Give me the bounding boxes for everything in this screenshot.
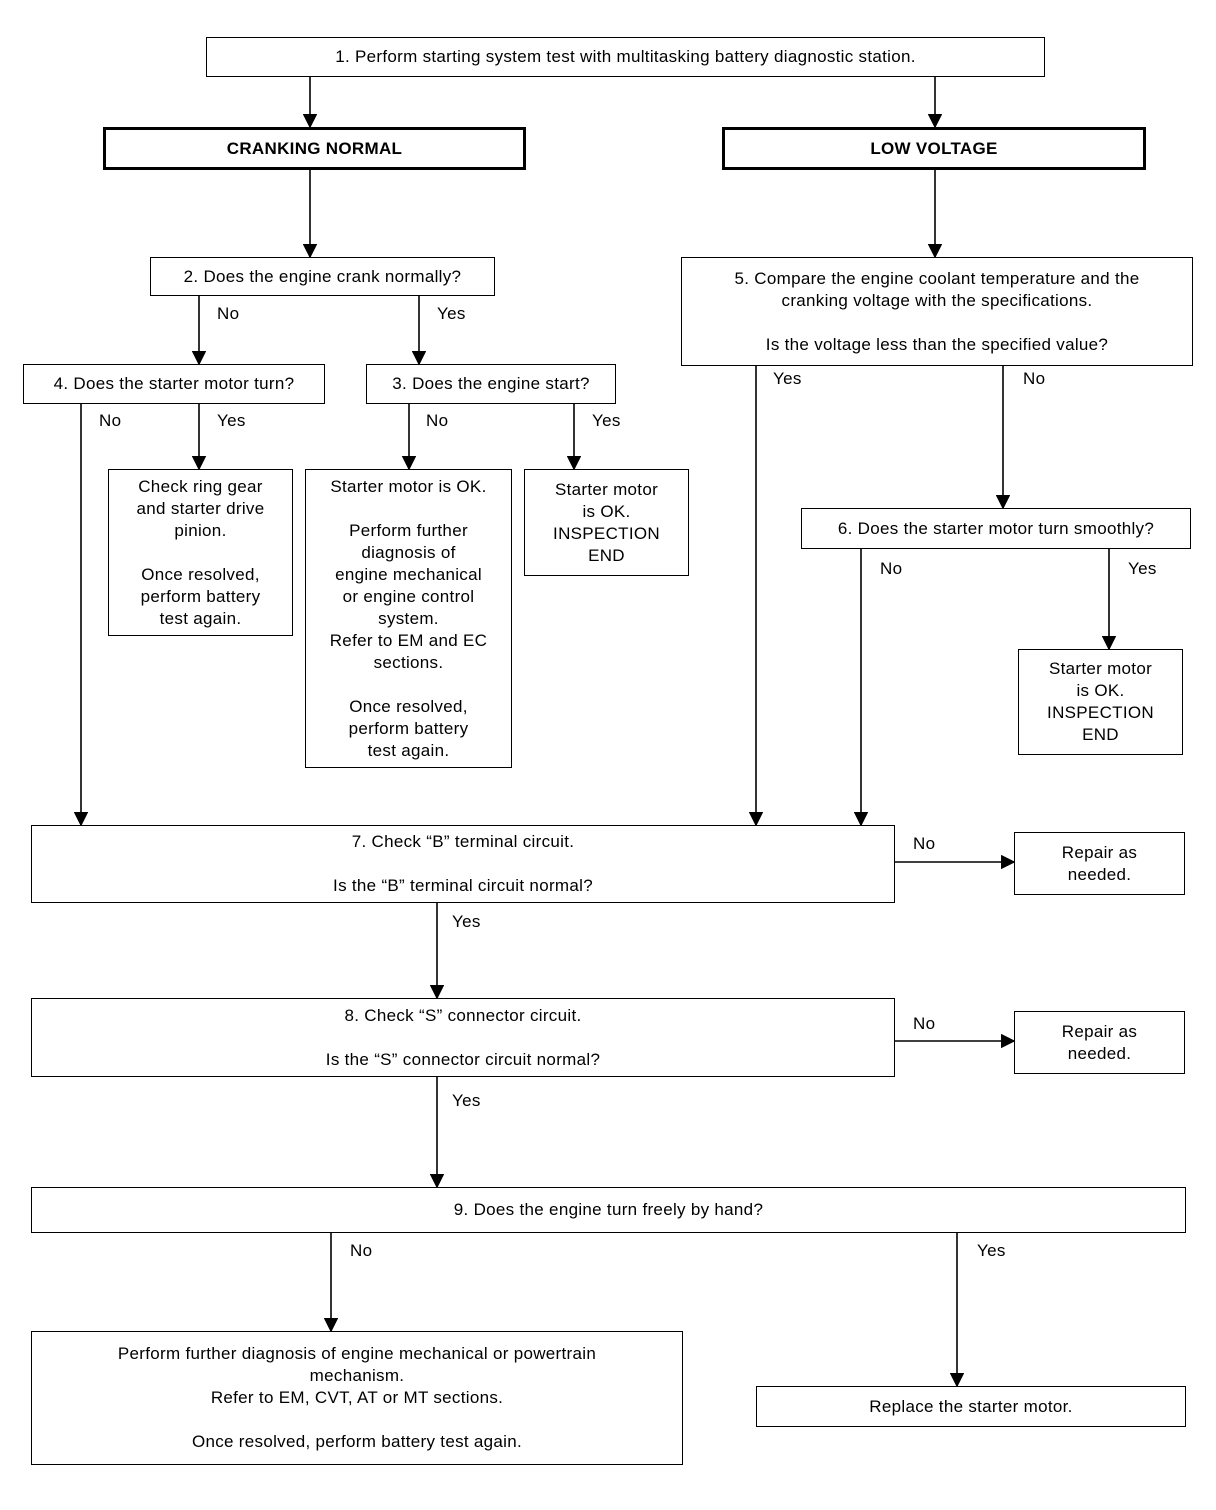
step-5-text: 5. Compare the engine coolant temperatur… (734, 268, 1140, 354)
label-7-yes: Yes (452, 912, 481, 931)
repair-1-box: Repair as needed. (1014, 832, 1185, 895)
step-1-box: 1. Perform starting system test with mul… (206, 37, 1045, 77)
further-powertrain-text: Perform further diagnosis of engine mech… (117, 1344, 597, 1451)
label-8-yes: Yes (452, 1091, 481, 1110)
starter-ok-end-2-text: Starter motor is OK. INSPECTION END (1047, 659, 1154, 744)
label-8-no: No (913, 1014, 936, 1033)
label-4-yes: Yes (217, 411, 246, 430)
label-5-yes: Yes (773, 369, 802, 388)
step-8-box: 8. Check “S” connector circuit. Is the “… (31, 998, 895, 1077)
step-1-text: 1. Perform starting system test with mul… (335, 47, 916, 66)
repair-1-text: Repair as needed. (1061, 842, 1138, 884)
label-6-yes: Yes (1128, 559, 1157, 578)
label-2-no: No (217, 304, 240, 323)
low-voltage-box: LOW VOLTAGE (722, 127, 1146, 170)
step-8-text: 8. Check “S” connector circuit. Is the “… (325, 1005, 601, 1069)
further-powertrain-box: Perform further diagnosis of engine mech… (31, 1331, 683, 1465)
cranking-normal-box: CRANKING NORMAL (103, 127, 526, 170)
label-4-no: No (99, 411, 122, 430)
starter-ok-end-1-box: Starter motor is OK. INSPECTION END (524, 469, 689, 576)
step-9-text: 9. Does the engine turn freely by hand? (453, 1200, 764, 1219)
replace-starter-text: Replace the starter motor. (869, 1396, 1073, 1416)
starter-ok-further-box: Starter motor is OK. Perform further dia… (305, 469, 512, 768)
step-2-box: 2. Does the engine crank normally? (150, 257, 495, 296)
step-7-box: 7. Check “B” terminal circuit. Is the “B… (31, 825, 895, 903)
label-3-yes: Yes (592, 411, 621, 430)
step-3-text: 3. Does the engine start? (392, 374, 590, 393)
step-9-box: 9. Does the engine turn freely by hand? (31, 1187, 1186, 1233)
step-2-text: 2. Does the engine crank normally? (183, 266, 462, 286)
step-4-box: 4. Does the starter motor turn? (23, 364, 325, 404)
step-6-box: 6. Does the starter motor turn smoothly? (801, 508, 1191, 549)
label-2-yes: Yes (437, 304, 466, 323)
step-6-text: 6. Does the starter motor turn smoothly? (837, 518, 1155, 538)
replace-starter-box: Replace the starter motor. (756, 1386, 1186, 1427)
starter-ok-end-2-box: Starter motor is OK. INSPECTION END (1018, 649, 1183, 755)
step-3-box: 3. Does the engine start? (366, 364, 616, 404)
starter-ok-further-text: Starter motor is OK. Perform further dia… (329, 476, 488, 760)
ring-gear-box: Check ring gear and starter drive pinion… (108, 469, 293, 636)
step-7-text: 7. Check “B” terminal circuit. Is the “B… (333, 832, 593, 895)
low-voltage-text: LOW VOLTAGE (870, 138, 998, 158)
label-6-no: No (880, 559, 903, 578)
label-3-no: No (426, 411, 449, 430)
label-9-yes: Yes (977, 1241, 1006, 1260)
repair-2-box: Repair as needed. (1014, 1011, 1185, 1074)
repair-2-text: Repair as needed. (1061, 1021, 1138, 1063)
label-9-no: No (350, 1241, 373, 1260)
label-5-no: No (1023, 369, 1046, 388)
label-7-no: No (913, 834, 936, 853)
starter-ok-end-1-text: Starter motor is OK. INSPECTION END (553, 479, 660, 565)
step-5-box: 5. Compare the engine coolant temperatur… (681, 257, 1193, 366)
step-4-text: 4. Does the starter motor turn? (53, 374, 295, 393)
ring-gear-text: Check ring gear and starter drive pinion… (136, 476, 265, 628)
cranking-normal-text: CRANKING NORMAL (226, 138, 403, 158)
